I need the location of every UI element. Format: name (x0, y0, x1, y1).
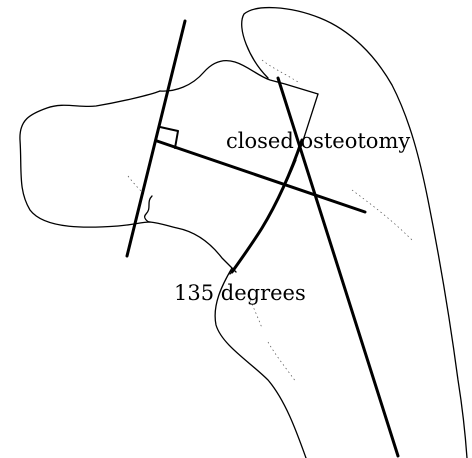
osteotomy-label: closed osteotomy (226, 129, 411, 153)
medial-shaft-outline (214, 267, 307, 458)
lesser-trochanter-notch (144, 195, 153, 223)
texture-shaft-medial (267, 341, 297, 383)
neck-axis-line (155, 139, 367, 214)
texture-neck (127, 175, 147, 197)
osteotomy-cut-edge (229, 159, 297, 275)
femoral-neck-upper-outline (159, 59, 319, 95)
texture-trochanter-side (351, 189, 413, 241)
texture-trochanter-top (261, 59, 299, 83)
angle-label: 135 degrees (174, 281, 306, 305)
osteotomy-cut-line (230, 138, 304, 274)
head-axis-line (125, 19, 187, 258)
right-angle-marker (159, 126, 179, 149)
femoral-head-neck-outline (19, 90, 237, 273)
greater-trochanter-outline (241, 6, 468, 458)
texture-shaft-inner (247, 295, 263, 329)
shaft-axis-line (276, 76, 400, 458)
